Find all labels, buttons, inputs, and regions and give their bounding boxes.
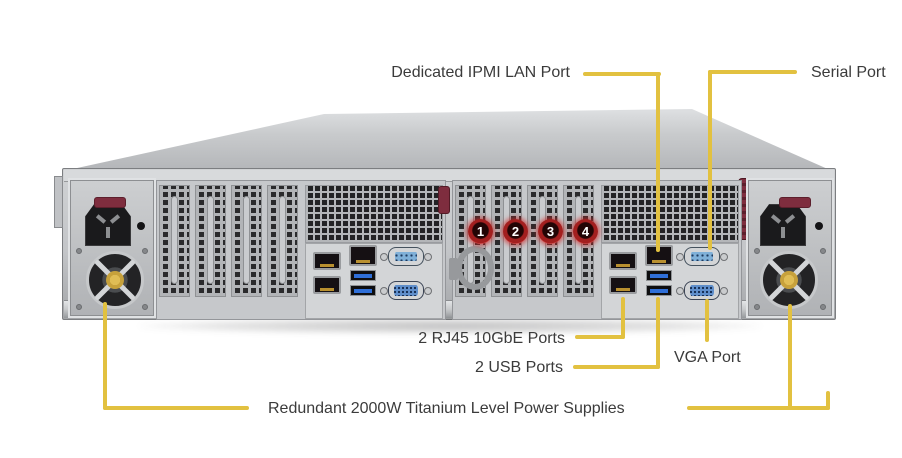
screw-icon — [76, 304, 82, 310]
power-supply-right — [746, 178, 834, 318]
rj45-10gbe-port-icon — [609, 252, 637, 270]
callout-line-psu — [687, 406, 830, 410]
psu-fan-icon — [86, 251, 144, 309]
slot-number: 4 — [581, 224, 590, 239]
callout-line-ipmi — [656, 72, 660, 252]
rail-tabs — [160, 302, 738, 310]
usb-port-icon — [350, 270, 376, 281]
slot-number-badge: 4 — [573, 219, 598, 244]
serial-port-icon — [684, 247, 720, 266]
slot-number-badge: 2 — [503, 219, 528, 244]
label-power-supplies: Redundant 2000W Titanium Level Power Sup… — [268, 400, 625, 417]
ac-pin — [106, 227, 110, 238]
ac-inlet-icon — [760, 204, 806, 246]
callout-line-usb — [656, 297, 660, 369]
vga-port-icon — [388, 281, 424, 300]
psu-led — [137, 222, 145, 230]
label-ipmi-lan-port: Dedicated IPMI LAN Port — [391, 64, 570, 81]
usb-port-icon — [646, 285, 672, 296]
node-io-right — [452, 180, 742, 320]
callout-line-serial — [708, 70, 712, 250]
rj45-10gbe-port-icon — [313, 276, 341, 294]
power-supply-left — [68, 178, 156, 318]
callout-line-rj45 — [575, 335, 625, 339]
usb-port-icon — [350, 285, 376, 296]
screw-icon — [142, 248, 148, 254]
ac-pin — [781, 227, 785, 238]
power-cord-clip-icon — [779, 197, 811, 208]
vent-grille — [601, 185, 739, 243]
callout-line-psu — [103, 406, 249, 410]
fan-hub — [780, 271, 798, 289]
fan-hub — [106, 271, 124, 289]
callout-line-psu — [826, 391, 830, 410]
label-vga-port: VGA Port — [674, 349, 741, 366]
callout-line-vga — [705, 299, 709, 342]
rj45-10gbe-port-icon — [313, 252, 341, 270]
pull-ring-handle — [456, 246, 494, 290]
serial-port-icon — [388, 247, 424, 266]
callout-line-ipmi — [583, 72, 661, 76]
callout-line-serial — [708, 70, 797, 74]
chassis-shadow — [140, 318, 760, 334]
psu-led — [815, 222, 823, 230]
slot-number-badge: 1 — [468, 219, 493, 244]
pull-ring-stem — [449, 258, 458, 280]
callout-line-psu — [103, 302, 107, 410]
ac-inlet-icon — [85, 204, 131, 246]
slot-number-badge: 3 — [538, 219, 563, 244]
expansion-slot-cover — [267, 185, 298, 297]
screw-icon — [76, 248, 82, 254]
screw-icon — [754, 304, 760, 310]
chassis-top-lid — [68, 109, 830, 170]
ac-pin — [109, 214, 121, 224]
ipmi-lan-port-icon — [349, 245, 377, 266]
label-usb-ports: 2 USB Ports — [474, 359, 563, 376]
expansion-slot-cover — [195, 185, 226, 297]
screw-icon — [142, 304, 148, 310]
screw-icon — [754, 248, 760, 254]
vga-port-icon — [684, 281, 720, 300]
vent-grille — [305, 185, 443, 243]
screw-icon — [820, 248, 826, 254]
usb-port-icon — [646, 270, 672, 281]
rj45-10gbe-port-icon — [609, 276, 637, 294]
node-latch — [438, 186, 450, 214]
slot-number: 1 — [476, 224, 485, 239]
callout-line-rj45 — [621, 297, 625, 339]
ac-pin — [784, 214, 796, 224]
ac-pin — [770, 214, 782, 224]
slot-number: 3 — [546, 224, 555, 239]
slot-cutout — [279, 196, 286, 284]
ac-pin — [95, 214, 107, 224]
power-cord-clip-icon — [94, 197, 126, 208]
slot-cutout — [171, 196, 178, 284]
label-rj45-ports: 2 RJ45 10GbE Ports — [418, 330, 565, 347]
callout-line-usb — [573, 365, 660, 369]
slot-number: 2 — [511, 224, 520, 239]
chassis-top-strip — [64, 170, 834, 182]
node-io-left — [156, 180, 446, 320]
label-serial-port: Serial Port — [811, 64, 886, 81]
slot-cutout — [243, 196, 250, 284]
expansion-slot-cover — [231, 185, 262, 297]
callout-line-psu — [788, 304, 792, 410]
psu-fan-icon — [760, 251, 818, 309]
slot-cutout — [207, 196, 214, 284]
chassis-left-bracket — [54, 176, 63, 228]
expansion-slot-cover — [159, 185, 190, 297]
screw-icon — [820, 304, 826, 310]
